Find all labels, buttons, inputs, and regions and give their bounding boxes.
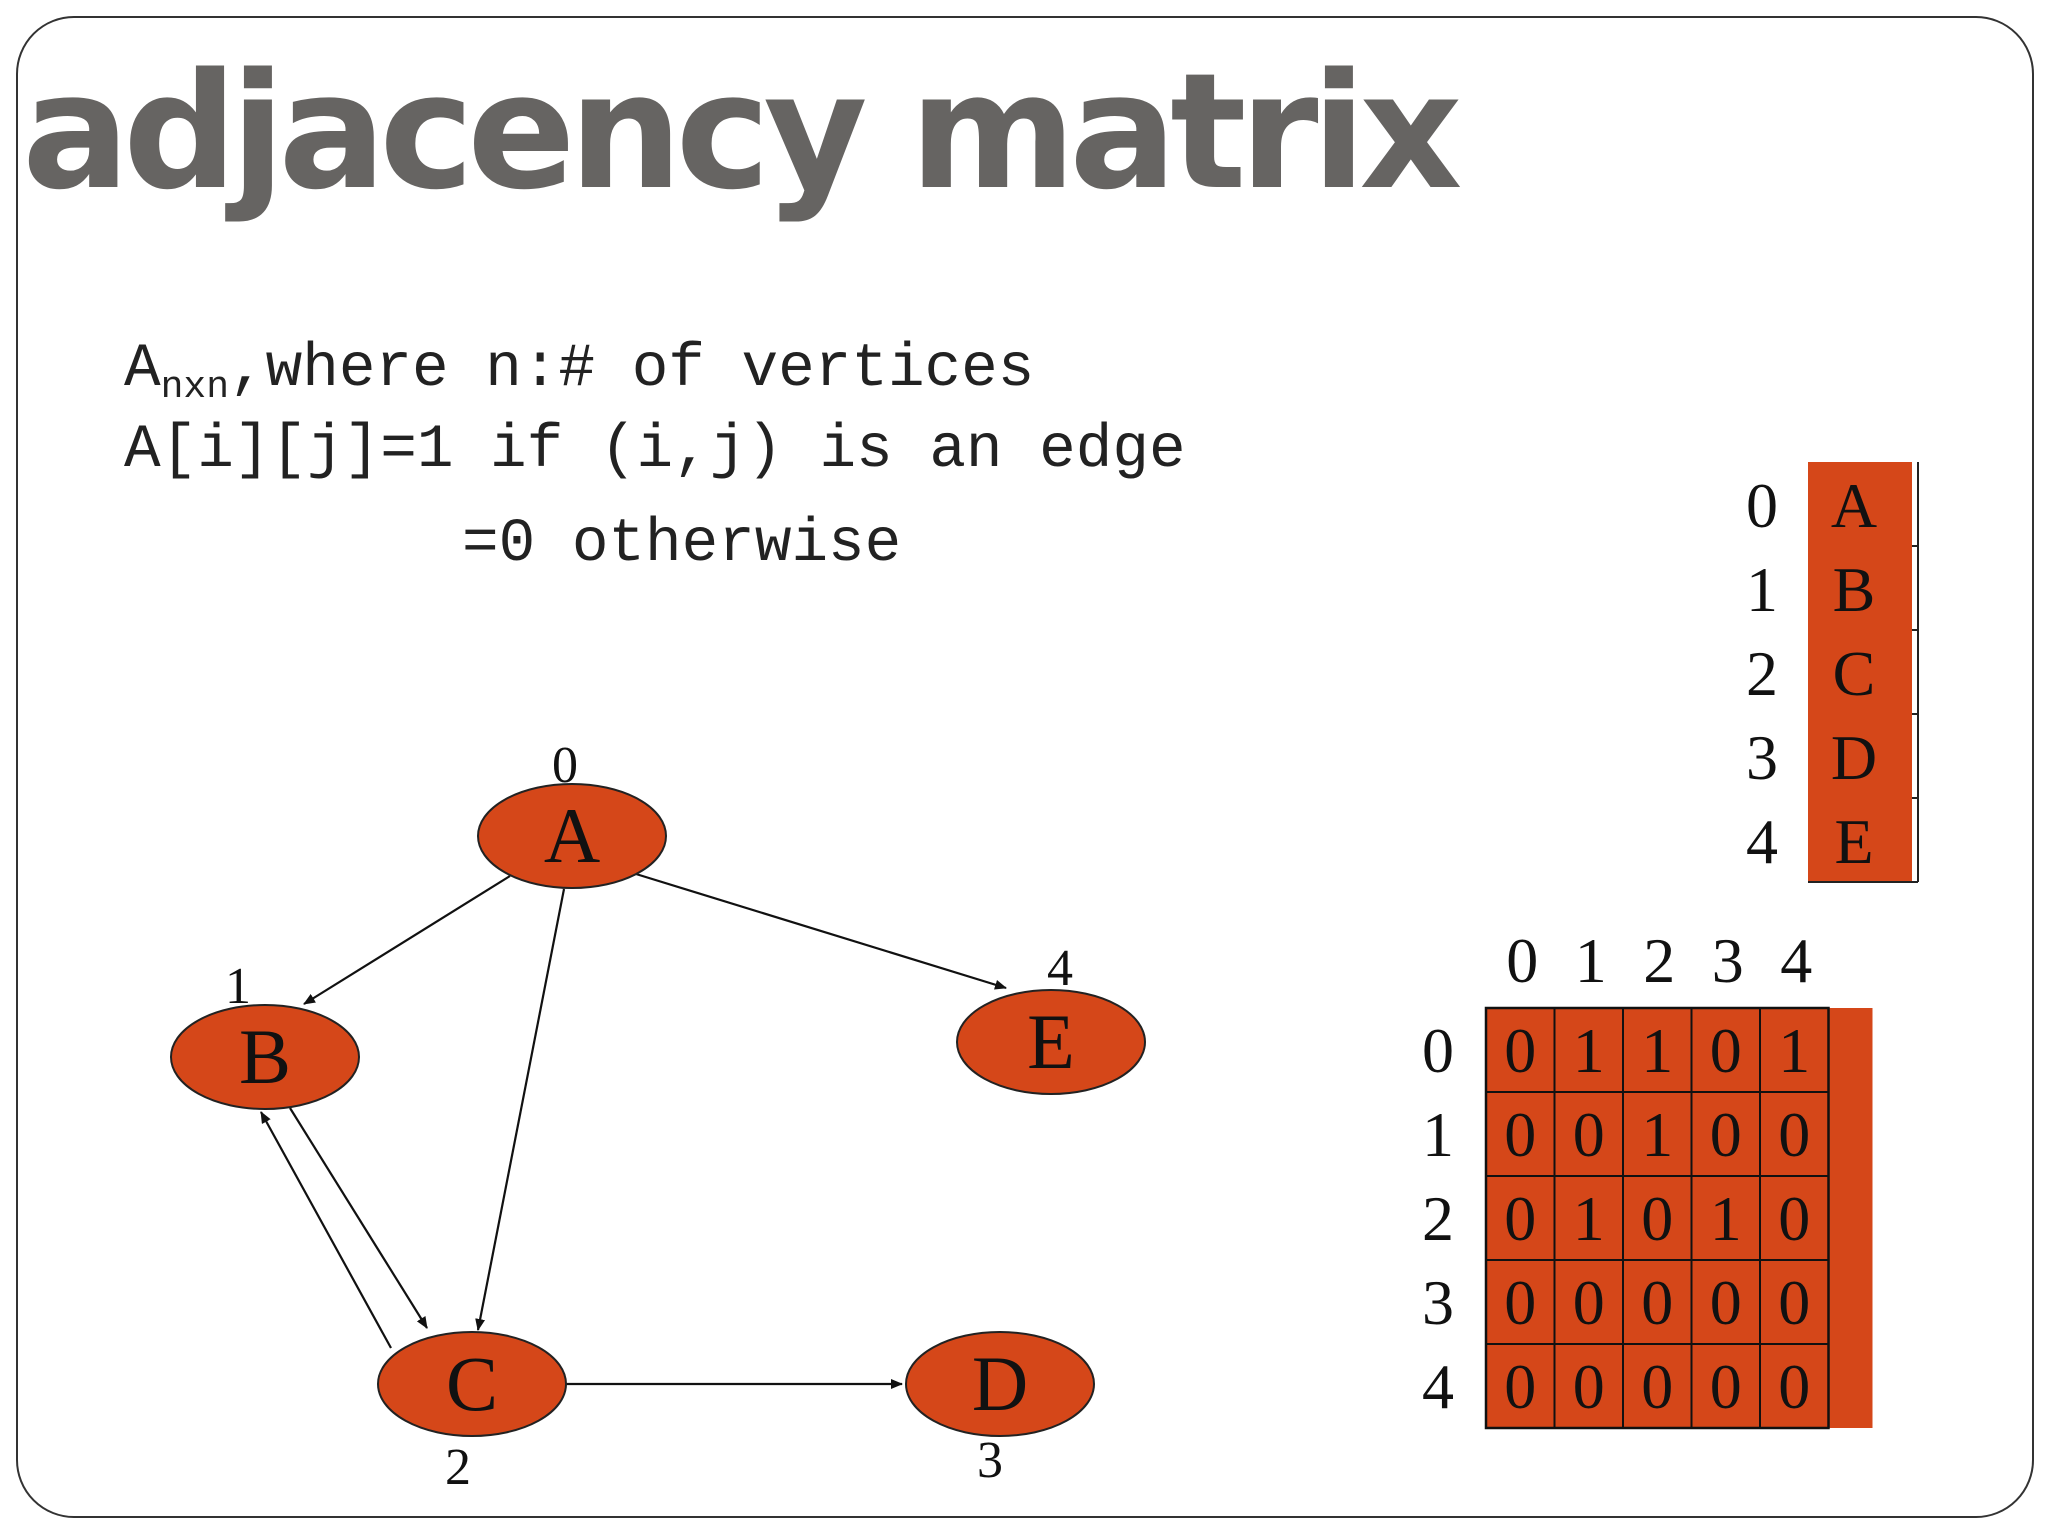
node-e-label: E bbox=[1027, 998, 1075, 1085]
matrix-cell: 0 bbox=[1710, 1099, 1742, 1170]
matrix-cell: 0 bbox=[1504, 1267, 1536, 1338]
definition-line-1: Anxn,where n:# of vertices bbox=[124, 335, 1035, 407]
node-d bbox=[905, 1331, 1095, 1437]
matrix-cell: 0 bbox=[1573, 1267, 1605, 1338]
node-a-index: 0 bbox=[552, 737, 578, 794]
matrix-border bbox=[1484, 1006, 1830, 1430]
matrix-cell: 0 bbox=[1641, 1351, 1673, 1422]
matrix-cell: 1 bbox=[1641, 1099, 1673, 1170]
vertex-array-index: 0 bbox=[1746, 470, 1778, 541]
edge-a-to-b bbox=[303, 875, 511, 1005]
graph-edges bbox=[260, 872, 1007, 1389]
definition-line-3: =0 otherwise bbox=[462, 510, 902, 579]
vertex-array-value: B bbox=[1833, 554, 1876, 625]
matrix-cell: 0 bbox=[1504, 1099, 1536, 1170]
node-c-index: 2 bbox=[445, 1439, 471, 1496]
matrix-row-header: 1 bbox=[1422, 1099, 1454, 1170]
matrix-cell: 0 bbox=[1778, 1099, 1810, 1170]
matrix-cell: 1 bbox=[1710, 1183, 1742, 1254]
matrix-cell: 0 bbox=[1641, 1267, 1673, 1338]
node-d-label: D bbox=[972, 1340, 1028, 1427]
definition-line-2: A[i][j]=1 if (i,j) is an edge bbox=[124, 416, 1186, 485]
slide-frame bbox=[16, 16, 2034, 1518]
matrix-row-header: 4 bbox=[1422, 1351, 1454, 1422]
vertex-array-value: C bbox=[1833, 638, 1876, 709]
edge-c-to-b bbox=[260, 1111, 392, 1349]
matrix-row-header: 0 bbox=[1422, 1015, 1454, 1086]
matrix-cell: 0 bbox=[1710, 1015, 1742, 1086]
node-a-label: A bbox=[544, 792, 600, 879]
vertex-array-index: 1 bbox=[1746, 554, 1778, 625]
node-a bbox=[477, 783, 667, 889]
matrix-symbol: A bbox=[124, 335, 161, 404]
matrix-cell: 0 bbox=[1778, 1351, 1810, 1422]
matrix-cell: 0 bbox=[1504, 1015, 1536, 1086]
matrix-cell: 1 bbox=[1778, 1015, 1810, 1086]
node-d-index: 3 bbox=[977, 1432, 1003, 1489]
edge-a-to-c bbox=[475, 888, 566, 1331]
vertex-array-value: A bbox=[1831, 470, 1877, 541]
matrix-cell: 0 bbox=[1573, 1099, 1605, 1170]
matrix-size-subscript: nxn bbox=[160, 366, 230, 409]
vertex-array-index: 4 bbox=[1746, 806, 1778, 877]
vertex-array-index: 2 bbox=[1746, 638, 1778, 709]
vertex-array-index: 3 bbox=[1746, 722, 1778, 793]
node-c-label: C bbox=[446, 1340, 498, 1427]
matrix-column-header: 4 bbox=[1780, 925, 1812, 996]
matrix-cell: 0 bbox=[1778, 1267, 1810, 1338]
edge-a-to-e bbox=[635, 872, 1007, 990]
matrix-row-header: 2 bbox=[1422, 1183, 1454, 1254]
matrix-cell: 1 bbox=[1573, 1183, 1605, 1254]
matrix-column-header: 2 bbox=[1643, 925, 1675, 996]
definition-line-1-text: ,where n:# of vertices bbox=[229, 335, 1035, 404]
edge-b-to-c bbox=[289, 1107, 428, 1329]
vertex-array-fill bbox=[1808, 462, 1912, 882]
matrix-cell: 0 bbox=[1778, 1183, 1810, 1254]
matrix-cell: 1 bbox=[1641, 1015, 1673, 1086]
vertex-array-value: E bbox=[1834, 806, 1873, 877]
matrix-column-header: 1 bbox=[1575, 925, 1607, 996]
matrix-cell: 0 bbox=[1504, 1351, 1536, 1422]
node-e bbox=[956, 989, 1146, 1095]
matrix-cell: 0 bbox=[1573, 1351, 1605, 1422]
slide-title: adjacency matrix bbox=[22, 38, 1463, 225]
node-e-index: 4 bbox=[1047, 940, 1073, 997]
matrix-column-header: 0 bbox=[1506, 925, 1538, 996]
node-c bbox=[377, 1331, 567, 1437]
matrix-cell: 0 bbox=[1641, 1183, 1673, 1254]
node-b-label: B bbox=[239, 1013, 291, 1100]
matrix-column-header: 3 bbox=[1712, 925, 1744, 996]
matrix-cell: 1 bbox=[1573, 1015, 1605, 1086]
matrix-cell: 0 bbox=[1504, 1183, 1536, 1254]
matrix-cell: 0 bbox=[1710, 1351, 1742, 1422]
node-b bbox=[170, 1004, 360, 1110]
matrix-row-header: 3 bbox=[1422, 1267, 1454, 1338]
node-b-index: 1 bbox=[225, 958, 251, 1015]
matrix-fill bbox=[1486, 1008, 1873, 1428]
matrix-cell: 0 bbox=[1710, 1267, 1742, 1338]
vertex-array-value: D bbox=[1831, 722, 1877, 793]
